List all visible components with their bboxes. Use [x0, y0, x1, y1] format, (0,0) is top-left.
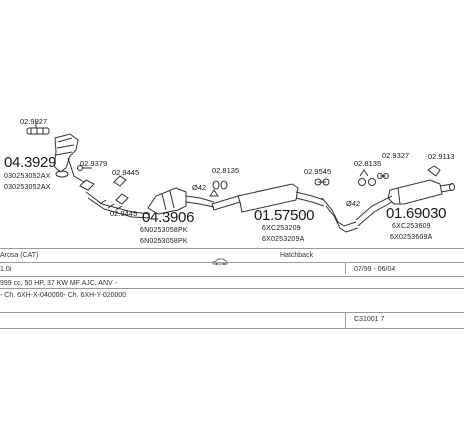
- oe-number-rear-silencer-1: 6XC253609: [392, 223, 431, 230]
- part-number-tail-hanger[interactable]: 02.9113: [428, 152, 455, 161]
- chassis-range: - Ch. 6XH-X-040000- Ch. 6XH-Y-020000: [0, 292, 127, 299]
- part-number-gasket-2[interactable]: 02.9445: [110, 209, 138, 218]
- part-number-rear-clamp[interactable]: 02.8135: [354, 159, 382, 168]
- rear-hanger-part: [358, 165, 441, 186]
- oe-number-middle-silencer-1: 6XC253209: [262, 225, 301, 232]
- pipe-diameter-label-1: Ø42: [192, 183, 207, 192]
- exhaust-drawing: [26, 122, 455, 233]
- oe-number-rear-silencer-2: 6X0253609A: [390, 234, 433, 241]
- vehicle-body-type: Hatchback: [280, 252, 314, 259]
- part-number-middle-silencer[interactable]: 01.57500: [254, 207, 315, 224]
- part-number-front-catalyst[interactable]: 04.3929: [4, 154, 57, 171]
- middle-clamp-part: [209, 180, 228, 197]
- part-number-middle-mount[interactable]: 02.9545: [304, 167, 332, 176]
- info-row-spec: 999 cc, 50 HP, 37 KW MF AJC, ANV -: [0, 276, 464, 289]
- part-number-rear-silencer[interactable]: 01.69030: [386, 205, 447, 222]
- bolt-part: [77, 165, 92, 171]
- exhaust-system-diagram: 02.9927 04.3929 030253052AX 030253052AX …: [4, 117, 455, 245]
- part-number-bolt[interactable]: 02.9379: [80, 159, 108, 168]
- info-row-engine: 1.0i 07/99 - 06/04: [0, 262, 464, 275]
- front-pipe-part: [85, 191, 151, 219]
- info-row-model: Arosa (CAT) Hatchback: [0, 248, 464, 261]
- part-number-main-catalyst[interactable]: 04.3906: [142, 209, 195, 226]
- manifold-clamp-part: [26, 122, 50, 135]
- part-number-rear-hanger[interactable]: 02.9327: [382, 151, 410, 160]
- engine-size: 1.0i: [0, 266, 12, 273]
- front-catalyst-part: [53, 133, 85, 183]
- hatchback-car-icon: [212, 252, 228, 270]
- part-number-manifold-clamp[interactable]: 02.9927: [20, 117, 48, 126]
- part-number-gasket-1[interactable]: 02.9445: [112, 168, 140, 177]
- gasket-part: [79, 175, 129, 205]
- oe-number-main-catalyst-2: 6N0253058PK: [140, 238, 188, 245]
- info-row-chassis: - Ch. 6XH-X-040000- Ch. 6XH-Y-020000: [0, 288, 464, 301]
- middle-silencer-part: [211, 183, 359, 233]
- info-row-divider: [0, 328, 464, 329]
- oe-number-front-catalyst-1: 030253052AX: [4, 173, 51, 180]
- reference-code: C31001 7: [354, 316, 385, 323]
- oe-number-main-catalyst-1: 6N0253058PK: [140, 227, 188, 234]
- part-number-middle-clamp[interactable]: 02.8135: [212, 166, 240, 175]
- column-divider: [345, 262, 346, 274]
- vehicle-model: Arosa (CAT): [0, 252, 39, 259]
- main-catalyst-part: [147, 187, 215, 215]
- oe-number-middle-silencer-2: 6X0253209A: [262, 236, 305, 243]
- column-divider: [345, 312, 346, 328]
- middle-mount-part: [314, 178, 330, 186]
- engine-spec: 999 cc, 50 HP, 37 KW MF AJC, ANV -: [0, 280, 117, 287]
- pipe-diameter-label-2: Ø42: [346, 199, 361, 208]
- rear-silencer-part: [355, 179, 455, 227]
- oe-number-front-catalyst-2: 030253052AX: [4, 184, 51, 191]
- production-years: 07/99 - 06/04: [354, 266, 396, 273]
- info-row-ref: C31001 7: [0, 312, 464, 325]
